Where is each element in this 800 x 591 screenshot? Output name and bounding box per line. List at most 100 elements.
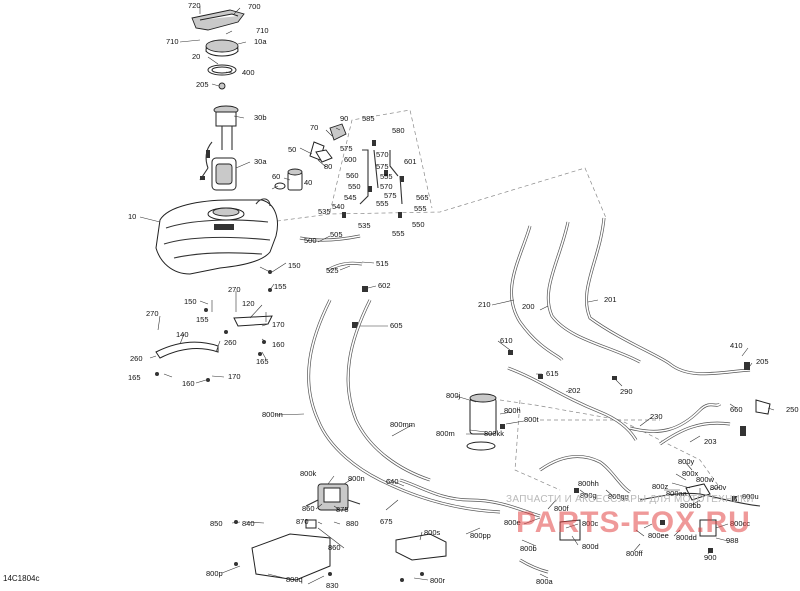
part-label: 585: [362, 114, 375, 123]
part-label: 800j: [446, 391, 461, 400]
part-label: 602: [378, 281, 391, 290]
part-label: 800kk: [484, 429, 504, 438]
part-label: 860: [328, 543, 341, 552]
part-label: 30b: [254, 113, 267, 122]
part-label: 570: [376, 150, 389, 159]
part-label: 165: [128, 373, 141, 382]
part-label: 270: [146, 309, 159, 318]
part-label: 555: [380, 172, 393, 181]
part-label: 800s: [424, 528, 441, 537]
part-label: 575: [384, 191, 397, 200]
part-label: 290: [620, 387, 633, 396]
part-label: 555: [414, 204, 427, 213]
part-label: 800q: [286, 575, 303, 584]
part-label: 800p: [206, 569, 223, 578]
part-label: 800ff: [626, 549, 643, 558]
part-label: 800w: [696, 475, 715, 484]
part-label: 555: [376, 199, 389, 208]
part-label: 540: [332, 202, 345, 211]
part-label: 800cc: [730, 519, 750, 528]
part-label: 800aa: [666, 489, 688, 498]
fuel-pump-module: [199, 105, 239, 191]
part-label: 900: [704, 553, 717, 562]
part-label: 800z: [652, 482, 669, 491]
part-label: 270: [228, 285, 241, 294]
part-label: 160: [182, 379, 195, 388]
part-label: 800f: [554, 504, 570, 513]
part-label: 710: [166, 37, 179, 46]
part-label: 515: [376, 259, 389, 268]
part-label: 560: [346, 171, 359, 180]
part-label: 150: [288, 261, 301, 270]
part-label: 535: [358, 221, 371, 230]
part-label: 260: [130, 354, 143, 363]
purge-valve-assembly: [305, 483, 361, 529]
part-label: 988: [726, 536, 739, 545]
part-label: 800h: [504, 406, 521, 415]
part-label: 200: [522, 302, 535, 311]
part-label: 205: [756, 357, 769, 366]
fuel-lines: [507, 217, 771, 446]
part-label: 800u: [742, 492, 759, 501]
fuel-tank: [155, 198, 278, 275]
part-label: 565: [416, 193, 429, 202]
part-label: 800ee: [648, 531, 669, 540]
part-label: 202: [568, 386, 581, 395]
part-label: 10a: [254, 37, 267, 46]
part-label: 165: [256, 357, 269, 366]
part-label: 660: [730, 405, 743, 414]
part-label: 80: [324, 162, 332, 171]
part-label: 860: [302, 504, 315, 513]
part-label: 170: [228, 372, 241, 381]
part-label: 800t: [524, 415, 540, 424]
part-label: 250: [786, 405, 799, 414]
part-label: 710: [256, 26, 269, 35]
part-label: 850: [210, 519, 223, 528]
part-label: 640: [386, 477, 399, 486]
part-label: 720: [188, 1, 201, 10]
part-label: 575: [340, 144, 353, 153]
assembly-guide-lines: [269, 109, 721, 491]
part-label: 800gg: [608, 492, 629, 501]
part-label: 210: [478, 300, 491, 309]
part-label: 155: [274, 282, 287, 291]
watermark: ЗАПЧАСТИ И АКСЕССУАРЫ ДЛЯ МОТОТЕХНИКИ PA…: [478, 494, 798, 550]
part-label: 800b: [520, 544, 537, 553]
part-label: 800x: [682, 469, 699, 478]
breather-hoses: [299, 234, 368, 328]
part-label: 140: [176, 330, 189, 339]
tank-straps-brackets: [155, 270, 273, 382]
part-label: 580: [392, 126, 405, 135]
part-label: 800c: [582, 519, 599, 528]
part-label: 550: [412, 220, 425, 229]
leader-lines: [139, 6, 775, 585]
part-label: 90: [340, 114, 348, 123]
part-label: 170: [272, 320, 285, 329]
vent-valve-cluster: [274, 123, 404, 218]
part-label: 610: [500, 336, 513, 345]
lower-right-fittings: [519, 483, 761, 574]
part-label: 800k: [300, 469, 317, 478]
part-label: 40: [304, 178, 312, 187]
part-label: 700: [248, 2, 261, 11]
part-label: 840: [242, 519, 255, 528]
part-label: 800nn: [262, 410, 283, 419]
part-label: 575: [376, 162, 389, 171]
part-label: 410: [730, 341, 743, 350]
part-label: 525: [326, 266, 339, 275]
part-label: 545: [344, 193, 357, 202]
part-label: 260: [224, 338, 237, 347]
part-label: 800pp: [470, 531, 491, 540]
part-number-labels: 720 700 710 710 10a 20 400 205 30b 30a 1…: [128, 1, 799, 590]
part-label: 800a: [536, 577, 554, 586]
diagram-code: 14C1804c: [3, 574, 40, 583]
part-label: 875: [336, 505, 349, 514]
part-label: 800r: [430, 576, 446, 585]
part-label: 615: [546, 369, 559, 378]
part-label: 20: [192, 52, 200, 61]
part-label: 800bb: [680, 501, 701, 510]
part-label: 30a: [254, 157, 267, 166]
part-label: 830: [326, 581, 339, 590]
part-label: 160: [272, 340, 285, 349]
